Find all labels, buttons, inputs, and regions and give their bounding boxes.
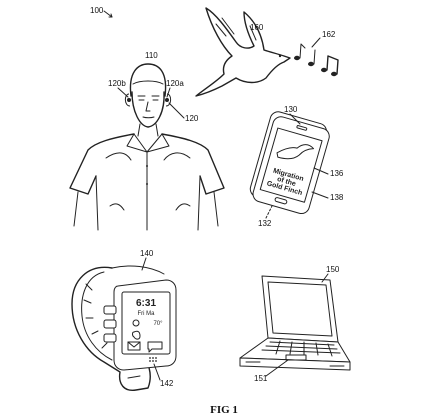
music-note-1 [294,55,300,61]
person-face [131,91,165,128]
weather-sun-icon [132,319,140,327]
music-note-1-stem [299,43,306,59]
tablet-bird-icon [276,144,315,160]
watch-mail-icon [127,341,141,351]
shirt-button-2 [146,183,148,185]
main-reference: 100 [90,6,113,18]
figure-caption: FIG 1 [210,404,238,416]
tablet-illustration: Migration of the Gold Finch 130 136 138 … [249,105,344,228]
ref-120a-leader [166,87,171,98]
person-torso-sides [95,175,201,231]
person-nose [145,101,151,112]
bird-body [195,7,291,97]
earpiece-right [165,98,169,102]
laptop-keyboard-keys [275,340,333,357]
ref-162-label: 162 [322,30,336,39]
ref-160-label: 160 [250,23,264,32]
shirt-fold-right [163,152,191,161]
ref-100-arrow [103,10,113,18]
bird-eye [278,54,282,58]
ref-142-leader [153,363,161,381]
watch-side-button-2 [103,319,117,329]
person-illustration: 110 120b 120a 120 [69,51,225,231]
watch-band-holes [83,283,108,349]
ref-132-label: 132 [258,219,272,228]
laptop-touchpad [285,354,307,361]
ref-100-arrowhead [108,13,113,18]
ref-151-leader [265,359,289,377]
watch-time: 6:31 [136,298,156,309]
watch-side-button-1 [103,305,117,315]
tablet-speaker [296,125,308,131]
watch-mail-icon-flap [127,341,141,348]
ref-140-label: 140 [140,249,154,258]
person-hair [129,63,167,97]
ref-110-label: 110 [145,51,158,60]
earpiece-left [127,98,131,102]
ref-120a-label: 120a [166,79,184,88]
bird-song-notes: 162 [294,30,339,77]
ref-132-leader [265,205,273,219]
watch-case [113,279,177,371]
shirt-folds-lower [109,203,191,211]
music-note-2 [308,61,314,67]
ref-162-leader [311,37,321,48]
tablet-screen [259,127,323,203]
ref-140-leader [141,257,147,271]
ref-120b-label: 120b [108,79,126,88]
laptop-screen [267,281,333,337]
laptop-base-front [239,357,351,371]
music-note-3 [321,67,327,73]
tablet-home-button [274,197,288,205]
person-neck [137,123,159,137]
person-left-sleeve [69,133,135,195]
ref-130-leader [289,113,301,125]
laptop-ports [245,361,345,367]
music-note-4 [331,71,337,77]
watch-weather: 70° [153,321,163,327]
ref-130-label: 130 [284,105,298,114]
watch-date-line: Fri Ma [138,311,156,317]
person-right-sleeve [161,133,225,195]
bird-feathers [215,17,257,41]
bird-illustration: 160 [195,7,291,97]
ref-120-label: 120 [185,114,199,123]
shirt-fold-left [105,152,132,161]
watch-band-top [111,265,165,275]
ref-136-leader [313,167,329,175]
watch-bulb-icon [132,330,141,340]
watch-screen [121,291,171,355]
person-hairline [132,80,164,85]
tablet-front [252,116,330,215]
ref-120b-leader [117,87,129,98]
music-note-3-4-beam [326,55,339,75]
ref-150-label: 150 [326,265,340,274]
person-mouth [142,116,155,119]
ref-142-label: 142 [160,379,174,388]
ref-138-leader [311,191,329,199]
watch-band-inner [81,271,113,361]
watch-band [71,266,151,391]
watch-side-button-3 [103,333,117,343]
person-collar-flaps [126,133,170,153]
laptop-illustration: 150 151 [239,265,351,383]
watch-sensor-grid [149,357,157,362]
watch-chat-icon [147,341,163,353]
ref-100-label: 100 [90,6,104,15]
ref-120-leader [168,102,185,119]
ref-138-label: 138 [330,193,344,202]
person-arms [73,191,219,227]
shirt-button-1 [146,165,148,167]
ref-151-label: 151 [254,374,268,383]
ref-136-label: 136 [330,169,344,178]
watch-illustration: 6:31 Fri Ma 70° 140 142 [71,249,177,391]
music-note-2-stem [313,49,316,65]
ref-150-leader [321,273,329,283]
